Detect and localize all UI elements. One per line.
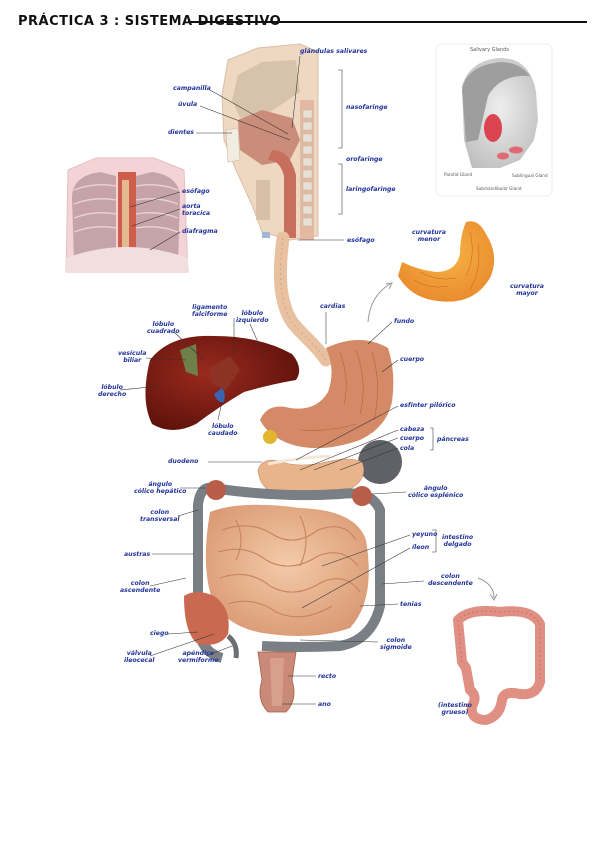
label-lobulo-izquierdo: lóbulo izquierdo [236,310,269,324]
label-fundo: fundo [394,318,415,325]
label-ileon: íleon [412,544,430,551]
label-dientes: dientes [168,129,194,136]
label-lobulo-cuadrado: lóbulo cuadrado [147,321,180,335]
label-curvatura-mayor: curvatura mayor [510,283,544,297]
label-esofago-thorax: esófago [182,188,210,195]
caption-sublingual: Sublingual Gland [512,173,548,178]
label-apendice-vermiforme: apéndice vermiforme [178,650,219,664]
label-ligamento-falciforme: ligamento falciforme [192,304,228,318]
thorax-inset [65,157,189,273]
label-cardias: cardias [320,303,346,310]
curved-arrow-intestine [477,577,495,599]
label-tenias: tenias [400,601,422,608]
label-curvatura-menor: curvatura menor [412,229,446,243]
page-title: PRÁCTICA 3 : SISTEMA DIGESTIVO [18,14,282,29]
label-vesicula-biliar: vesícula biliar [118,350,147,364]
leader-lines [119,55,437,705]
label-angulo-colico-hepatico: ángulo cólico hepático [134,481,187,495]
label-intestino-delgado: intestino delgado [442,534,474,548]
label-colon-sigmoide: colon sigmoide [380,637,412,651]
label-yeyuno: yeyuno [412,531,438,538]
title-rule [188,21,587,23]
colon-frame [193,480,385,663]
label-esofago: esófago [347,237,375,244]
liver-model [145,335,300,430]
label-recto: recto [318,673,337,680]
label-laringofaringe: laringofaringe [346,186,396,193]
label-lobulo-derecho: lóbulo derecho [98,384,127,398]
curved-arrow-stomach [367,283,391,323]
head-section-model [221,43,319,241]
label-aorta: aorta [182,203,201,210]
label-valvula-ileocecal: válvula ileocecal [124,650,155,664]
esophagus [273,231,333,367]
stomach-inset [398,221,495,302]
large-intestine-inset [453,606,545,725]
label-esfinter-pilorico: esfínter pilórico [400,402,456,409]
label-cuerpo: cuerpo [400,356,425,363]
label-colon-transversal: colon transversal [140,509,180,523]
label-uvula: úvula [178,101,198,108]
label-lobulo-caudado: lóbulo caudado [208,423,238,437]
salivary-inset [435,43,553,197]
label-cola: cola [400,445,415,452]
label-nasofaringe: nasofaringe [346,104,388,111]
stomach-model [260,340,402,484]
label-ciego: ciego [150,630,169,637]
label-cabeza: cabeza [400,426,425,433]
label-duodeno: duodeno [168,458,199,465]
caption-parotid: Parotid Gland [444,172,473,177]
label-orofaringe: orofaringe [346,156,383,163]
label-diafragma: diafragma [182,228,218,235]
small-intestine [205,504,369,636]
label-austras: austras [124,551,151,558]
label-angulo-colico-esplenico: ángulo cólico esplénico [408,485,464,499]
label-colon-descendente: colon descendente [428,573,473,587]
label-glandulas-salivares: glándulas salivares [300,48,368,55]
caption-submandibular: Submandibular Gland [476,186,522,191]
label-ano: ano [318,701,331,708]
label-aorta-toracica: toracica [182,210,211,217]
caption-salivary-title: Salivary Glands [470,47,509,53]
label-campanilla: campanilla [173,85,211,92]
label-cuerpo-pancreas: cuerpo [400,435,425,442]
label-intestino-grueso: (intestino grueso) [438,702,472,716]
label-pancreas: páncreas [437,436,469,443]
label-colon-ascendente: colon ascendente [120,580,161,594]
cecum-appendix [184,592,239,659]
rectum-model [257,651,297,713]
